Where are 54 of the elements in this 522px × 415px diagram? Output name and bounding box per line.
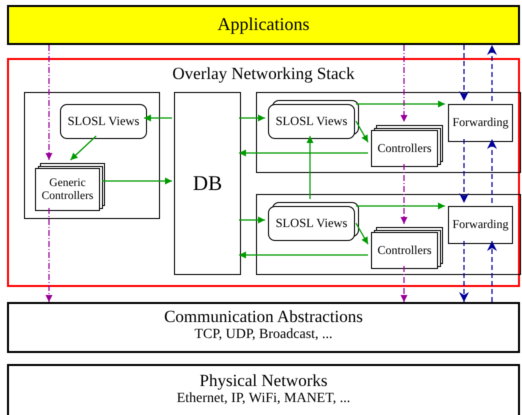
arrow — [70, 136, 97, 160]
arrow — [487, 139, 497, 203]
process-box — [448, 104, 513, 142]
stack-title: Overlay Networking Stack — [171, 65, 356, 84]
box-label: Generic Controllers — [40, 176, 94, 202]
arrow — [239, 216, 265, 224]
box-label: Forwarding — [452, 116, 508, 130]
box-label: Physical Networks — [200, 372, 328, 392]
box-label: Communication Abstractions — [164, 308, 363, 328]
arrow — [400, 45, 408, 122]
arrow — [144, 114, 172, 122]
arrow — [306, 136, 314, 199]
arrow — [459, 241, 469, 302]
arrow — [102, 178, 172, 184]
group-box — [256, 194, 521, 275]
arrow — [239, 114, 265, 122]
box-label: Controllers — [378, 142, 432, 156]
layer-box — [7, 5, 520, 45]
arrow — [356, 100, 445, 108]
arrow — [459, 139, 469, 203]
box-label: Forwarding — [452, 218, 508, 232]
arrow — [400, 266, 408, 302]
box-sublabel: Ethernet, IP, WiFi, MANET, ... — [176, 391, 350, 407]
arrow — [487, 45, 497, 101]
process-box — [448, 206, 513, 244]
rounded-box — [60, 104, 147, 139]
stacked-rounded-box — [268, 100, 359, 139]
database-box — [174, 92, 241, 275]
box-label: Applications — [218, 15, 310, 35]
arrow — [239, 252, 368, 258]
box-label: SLOSL Views — [276, 216, 348, 230]
arrow — [355, 120, 369, 142]
stacked-cards — [35, 163, 105, 211]
layer-box — [7, 302, 520, 353]
arrow — [239, 150, 368, 156]
arrow — [400, 164, 408, 224]
stacked-cards — [371, 125, 443, 167]
layer-box — [7, 364, 520, 415]
stacked-cards — [371, 227, 443, 269]
arrow — [355, 222, 369, 244]
arrow — [487, 241, 497, 302]
arrow — [459, 45, 469, 101]
stacked-rounded-box — [268, 202, 359, 241]
box-label: Controllers — [378, 244, 432, 258]
arrow — [356, 202, 445, 210]
group-box — [256, 92, 521, 173]
arrow — [46, 45, 52, 160]
stack-frame — [7, 58, 520, 287]
box-label: SLOSL Views — [68, 114, 140, 128]
arrow — [46, 208, 52, 302]
box-label: DB — [192, 172, 222, 196]
box-sublabel: TCP, UDP, Broadcast, ... — [194, 327, 333, 343]
box-label: SLOSL Views — [276, 114, 348, 128]
group-box — [24, 92, 160, 219]
